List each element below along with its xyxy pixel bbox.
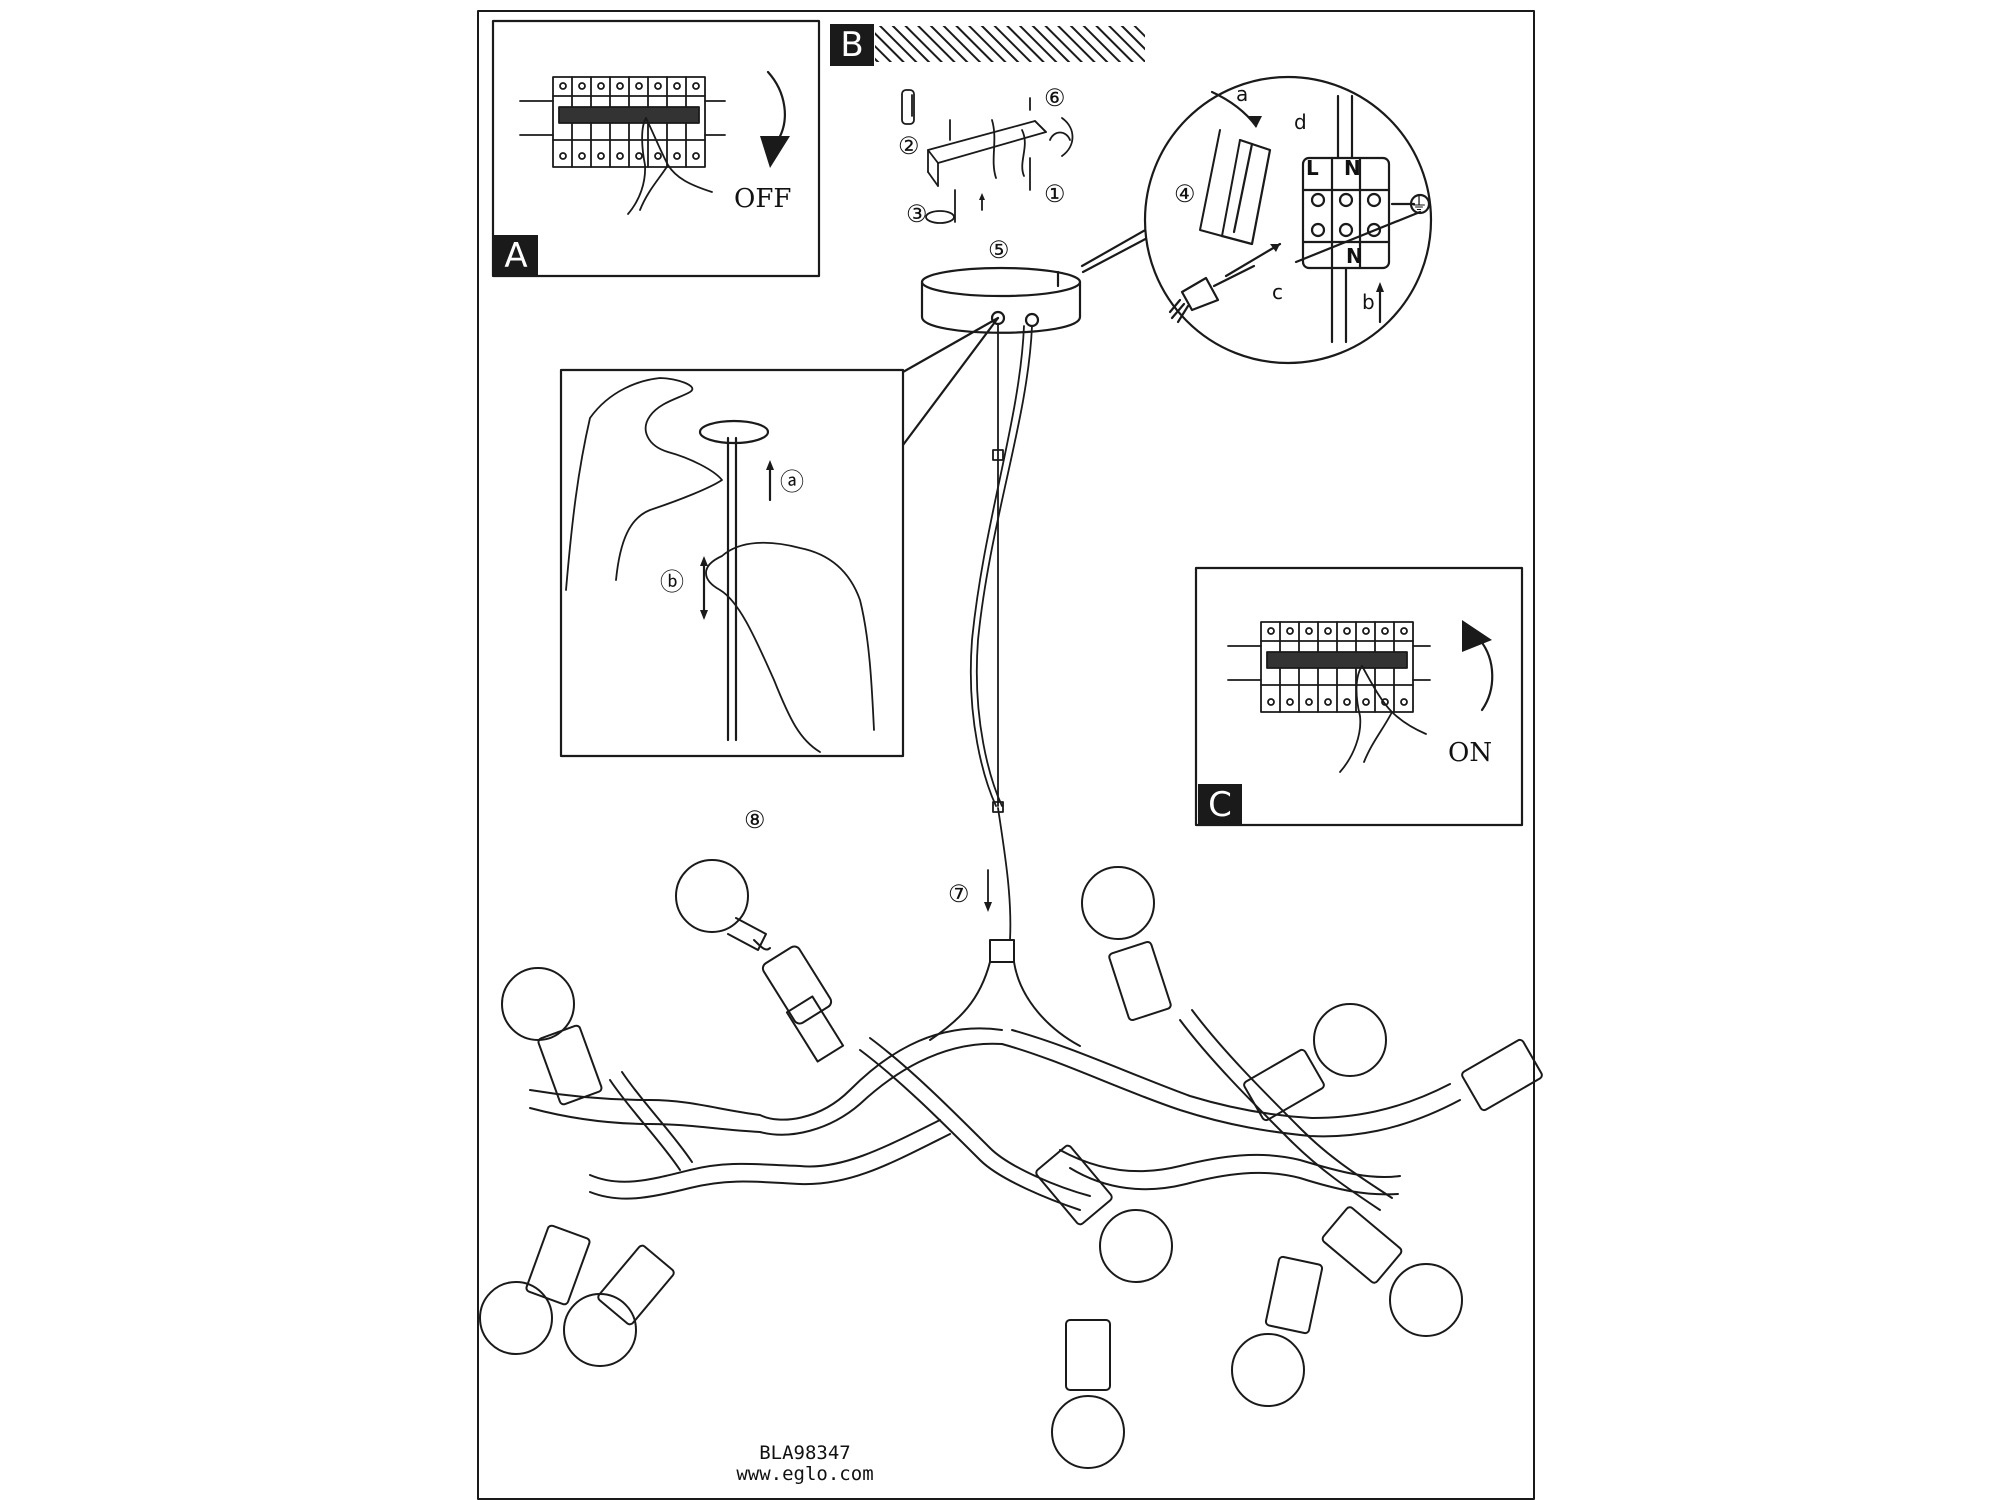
wiring-label-c: c xyxy=(1272,280,1283,304)
callout-line-suspension xyxy=(901,316,1000,374)
wiring-label-a: a xyxy=(1236,82,1249,106)
model-code: BLA98347 xyxy=(759,1442,851,1464)
panel-c-breaker-on xyxy=(1194,566,1524,827)
panel-a-breaker-off xyxy=(491,19,821,278)
page-frame xyxy=(477,10,1535,1500)
ceiling-canopy xyxy=(920,266,1082,334)
earth-icon: ⏚ xyxy=(1410,194,1428,215)
panel-b-tag: B xyxy=(830,24,874,66)
breaker-box-a xyxy=(519,76,726,168)
panel-b-hatch-bar xyxy=(875,26,1145,62)
breaker-box-c xyxy=(1227,621,1431,713)
step-5-number: ⑤ xyxy=(988,236,1010,264)
hand-icon xyxy=(627,117,713,215)
on-label: ON xyxy=(1448,738,1493,768)
step-7-number: ⑦ xyxy=(948,880,970,908)
suspension-step-a: ⓐ xyxy=(780,468,804,496)
wiring-label-d: d xyxy=(1294,110,1307,134)
step-1-number: ① xyxy=(1044,180,1066,208)
step-4-number: ④ xyxy=(1174,180,1196,208)
step-3-number: ③ xyxy=(906,200,928,228)
step-8-number: ⑧ xyxy=(744,806,766,834)
off-arrow xyxy=(766,70,786,142)
chandelier-body xyxy=(529,939,1461,1211)
suspension-cables xyxy=(969,323,1033,941)
panel-c-tag: C xyxy=(1198,784,1242,826)
website-url: www.eglo.com xyxy=(736,1463,874,1485)
suspension-cable-panel xyxy=(559,368,905,758)
panel-a-tag: A xyxy=(494,235,538,277)
step-2-number: ② xyxy=(898,132,920,160)
terminal-block-detail xyxy=(1143,75,1433,365)
loose-bulb xyxy=(675,859,845,1063)
step-6-number: ⑥ xyxy=(1044,84,1066,112)
terminal-neutral-label-lower: N xyxy=(1346,244,1363,268)
light-bulbs xyxy=(479,859,1543,1469)
wiring-label-b: b xyxy=(1362,290,1375,314)
hand-icon xyxy=(1339,665,1427,773)
off-label: OFF xyxy=(734,184,792,214)
mounting-bracket-diagram xyxy=(901,89,1074,224)
terminal-neutral-label: N xyxy=(1344,156,1361,180)
on-arrow xyxy=(1478,638,1494,712)
suspension-step-b: ⓑ xyxy=(660,568,684,596)
terminal-live-label: L xyxy=(1306,156,1319,180)
